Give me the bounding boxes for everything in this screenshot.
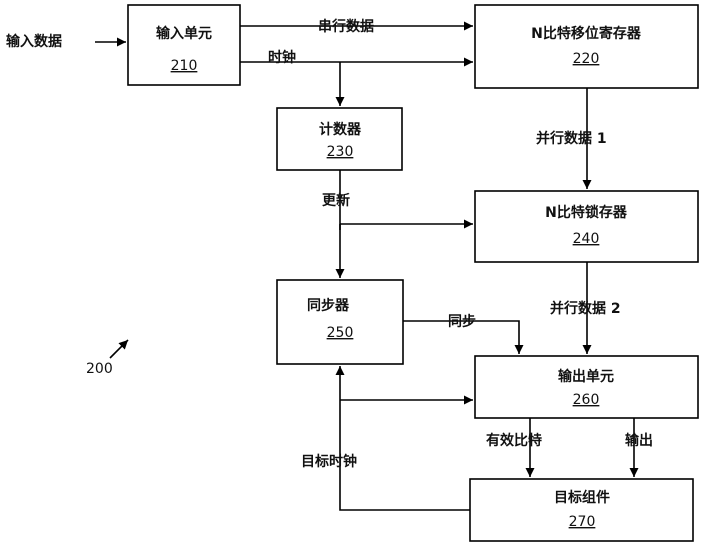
- target-clock-feedback-arrow: [335, 366, 470, 511]
- figure-pointer-arrow: [109, 339, 129, 359]
- valid-bit-label: 有效比特: [486, 432, 542, 449]
- synchronizer-block: 同步器 250: [276, 279, 404, 365]
- synchronizer-title: 同步器: [307, 297, 350, 314]
- target-clock-label: 目标时钟: [301, 453, 357, 470]
- output-unit-ref: 260: [573, 392, 600, 408]
- sync-label: 同步: [448, 313, 476, 330]
- shift-register-block: N比特移位寄存器 220: [474, 4, 699, 89]
- output-unit-block: 输出单元 260: [474, 355, 699, 419]
- figure-number: 200: [86, 361, 113, 377]
- latch-block: N比特锁存器 240: [474, 190, 699, 263]
- target-component-block: 目标组件 270: [469, 478, 694, 542]
- counter-block: 计数器 230: [276, 107, 403, 171]
- update-label: 更新: [322, 192, 350, 209]
- input-data-label: 输入数据: [6, 33, 62, 50]
- counter-ref: 230: [327, 144, 354, 160]
- parallel-data-1-label: 并行数据 1: [536, 130, 607, 147]
- shift-register-title: N比特移位寄存器: [531, 25, 642, 42]
- latch-title: N比特锁存器: [545, 204, 628, 221]
- target-component-title: 目标组件: [554, 489, 610, 506]
- input-unit-title: 输入单元: [156, 25, 212, 42]
- parallel-data-2-label: 并行数据 2: [550, 300, 621, 317]
- shift-register-ref: 220: [573, 51, 600, 67]
- output-unit-title: 输出单元: [558, 368, 614, 385]
- input-unit-ref: 210: [171, 58, 198, 74]
- clock-label: 时钟: [268, 49, 296, 66]
- input-unit-block: 输入单元 210: [127, 4, 241, 86]
- target-component-ref: 270: [569, 514, 596, 530]
- serial-data-label: 串行数据: [318, 18, 374, 35]
- sync-arrow: [403, 320, 524, 354]
- output-label: 输出: [625, 432, 653, 449]
- latch-ref: 240: [573, 231, 600, 247]
- counter-title: 计数器: [319, 121, 362, 138]
- synchronizer-ref: 250: [327, 325, 354, 341]
